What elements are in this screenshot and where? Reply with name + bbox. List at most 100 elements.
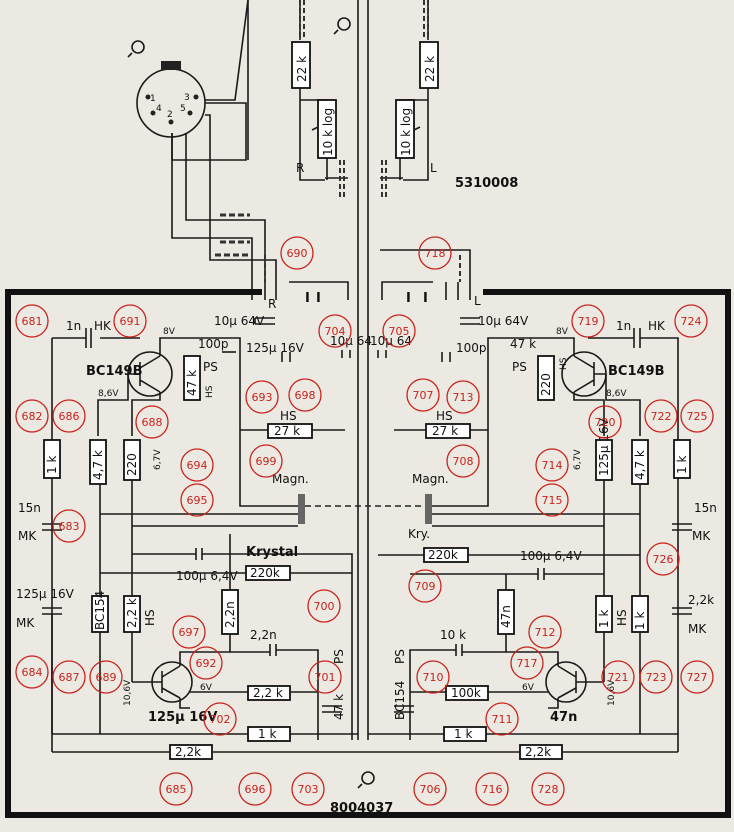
channel-label-left: L [430,161,437,175]
reference-number: 687 [59,671,80,684]
reference-marker: 684 [15,655,49,689]
capacitor-125u [281,352,291,362]
reference-circle [446,444,480,478]
channel-label-right: R [268,297,276,311]
svg-text:HS: HS [280,409,297,423]
din-socket: 1 4 2 5 3 [136,61,206,138]
reference-number: 702 [210,713,231,726]
svg-text:4,7 k: 4,7 k [633,450,647,480]
capacitor-10u-64 [377,350,387,358]
reference-circle [680,399,714,433]
reference-circle [382,314,416,348]
reference-circle [318,314,352,348]
reference-circle [180,483,214,517]
svg-text:I: I [406,291,411,306]
reference-circle [528,615,562,649]
earth-symbol [127,40,145,58]
reference-number: 719 [578,315,599,328]
svg-text:BC149B: BC149B [86,364,143,379]
earth-symbol [333,17,351,35]
reference-marker: 694 [180,448,214,482]
reference-circle [535,448,569,482]
svg-text:Kry.: Kry. [408,527,430,541]
reference-marker: 722 [644,399,678,433]
reference-circle [446,380,480,414]
left-volume-control: 22 k 10 k log L [395,0,439,181]
svg-text:220k: 220k [250,566,280,580]
reference-circle [291,772,325,806]
svg-text:I: I [305,291,310,306]
reference-number: 728 [538,783,559,796]
potentiometer-left [395,99,415,159]
reference-circle [674,304,708,338]
reference-number: 703 [298,783,319,796]
reference-circle [413,772,447,806]
svg-text:PS: PS [203,360,218,374]
svg-text:1n: 1n [66,319,81,333]
capacitor-15n [42,523,62,531]
reference-marker: 693 [245,380,279,414]
svg-text:100k: 100k [451,686,481,700]
reference-marker: 708 [446,444,480,478]
reference-number: 695 [187,494,208,507]
svg-text:125μ 16V: 125μ 16V [597,417,611,476]
reference-circle [307,589,341,623]
potentiometer-right [317,99,337,159]
reference-circle [406,378,440,412]
reference-marker: 687 [52,660,86,694]
svg-text:1 k: 1 k [258,727,276,741]
svg-text:8,6V: 8,6V [98,389,119,399]
reference-number: 700 [314,600,335,613]
magnetic-head [425,494,432,524]
capacitor-10u-64 [341,350,351,358]
svg-text:6V: 6V [522,683,535,693]
reference-number: 724 [681,315,702,328]
svg-text:Magn.: Magn. [272,472,309,486]
reference-marker: 691 [113,304,147,338]
reference-number: 699 [256,455,277,468]
reference-number: 705 [389,325,410,338]
reference-marker: 726 [646,542,680,576]
reference-marker: 721 [601,660,635,694]
reference-number: 727 [687,671,708,684]
reference-circle [135,405,169,439]
reference-circle [571,304,605,338]
reference-circle [280,236,314,270]
reference-circle [52,509,86,543]
reference-marker: 723 [639,660,673,694]
svg-text:220k: 220k [428,548,458,562]
channel-right-circuit: 1n HK BC149B 8V 8,6V 10μ 64V 47 k 100p P… [16,314,520,760]
resistor-2-2k [247,685,291,701]
svg-text:27 k: 27 k [274,424,300,438]
din-pin-label: 3 [184,93,190,103]
svg-text:15n: 15n [18,501,41,515]
reference-number: 692 [196,657,217,670]
reference-marker: 711 [485,702,519,736]
channel-label-left: L [474,294,481,308]
reference-circle [531,772,565,806]
reference-circle [180,448,214,482]
reference-marker: 714 [535,448,569,482]
reference-number: 722 [651,410,672,423]
svg-text:HS: HS [615,609,629,626]
din-pin-label: 2 [167,110,173,120]
resistor-22k-right [291,41,311,89]
reference-number: 718 [425,247,446,260]
reference-circle [475,772,509,806]
capacitor-47n [672,607,692,615]
reference-number: 726 [653,553,674,566]
svg-text:2,2n: 2,2n [223,601,237,628]
capacitor-1n [85,328,92,348]
reference-marker: 716 [475,772,509,806]
reference-circle [159,772,193,806]
reference-circle [238,772,272,806]
svg-text:HS: HS [436,409,453,423]
svg-text:HK: HK [94,319,112,333]
svg-text:MK: MK [692,529,711,543]
svg-text:125μ 16V: 125μ 16V [16,587,75,601]
reference-number: 716 [482,783,503,796]
svg-text:100μ 6,4V: 100μ 6,4V [520,549,582,563]
resistor-22k-left [419,41,439,89]
svg-text:4,7 k: 4,7 k [91,450,105,480]
svg-text:6,7V: 6,7V [153,449,163,470]
